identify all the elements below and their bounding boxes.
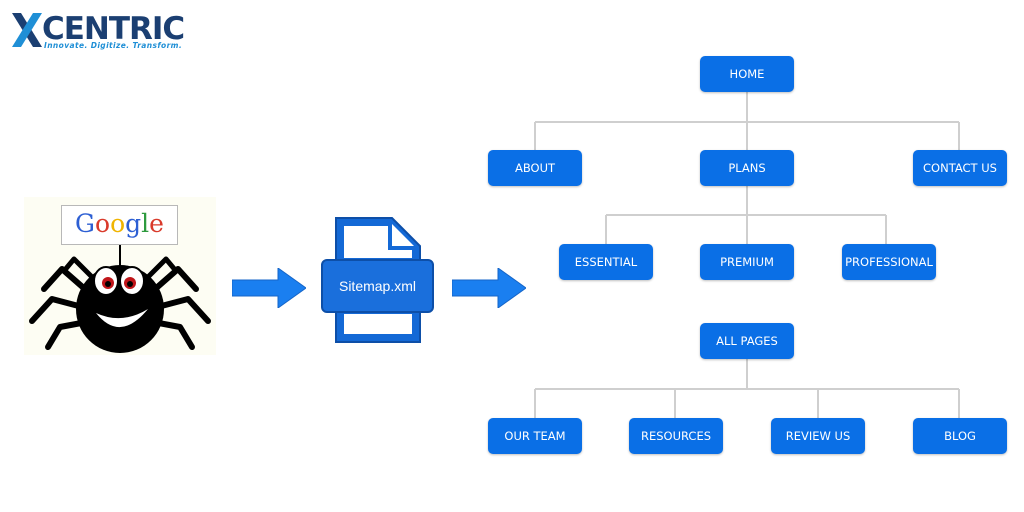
xml-document-icon [321,217,434,343]
logo-x-mark [12,13,42,47]
node-home: HOME [700,56,794,92]
google-letter: e [149,209,164,238]
node-about: ABOUT [488,150,582,186]
node-resources: RESOURCES [629,418,723,454]
node-blog: BLOG [913,418,1007,454]
google-letter: g [125,209,142,238]
google-spider-illustration: Google [24,197,216,355]
flow-arrow-icon [452,268,526,308]
node-plans: PLANS [700,150,794,186]
google-label-box: Google [61,205,178,245]
sitemap-file-label: Sitemap.xml [338,278,417,294]
google-letter: o [110,209,126,238]
node-all-pages: ALL PAGES [700,323,794,359]
logo-tagline: Innovate. Digitize. Transform. [44,41,183,50]
sitemap-file: Sitemap.xml [320,216,435,344]
google-letter: o [95,209,111,238]
node-our-team: OUR TEAM [488,418,582,454]
flow-arrow-icon [232,268,306,308]
google-letter: G [75,209,96,238]
node-contact-us: CONTACT US [913,150,1007,186]
node-review-us: REVIEW US [771,418,865,454]
brand-logo: CENTRIC Innovate. Digitize. Transform. [12,10,185,54]
node-premium: PREMIUM [700,244,794,280]
google-letter: l [141,209,150,238]
logo-wordmark: CENTRIC [42,11,185,47]
node-essential: ESSENTIAL [559,244,653,280]
node-professional: PROFESSIONAL [842,244,936,280]
